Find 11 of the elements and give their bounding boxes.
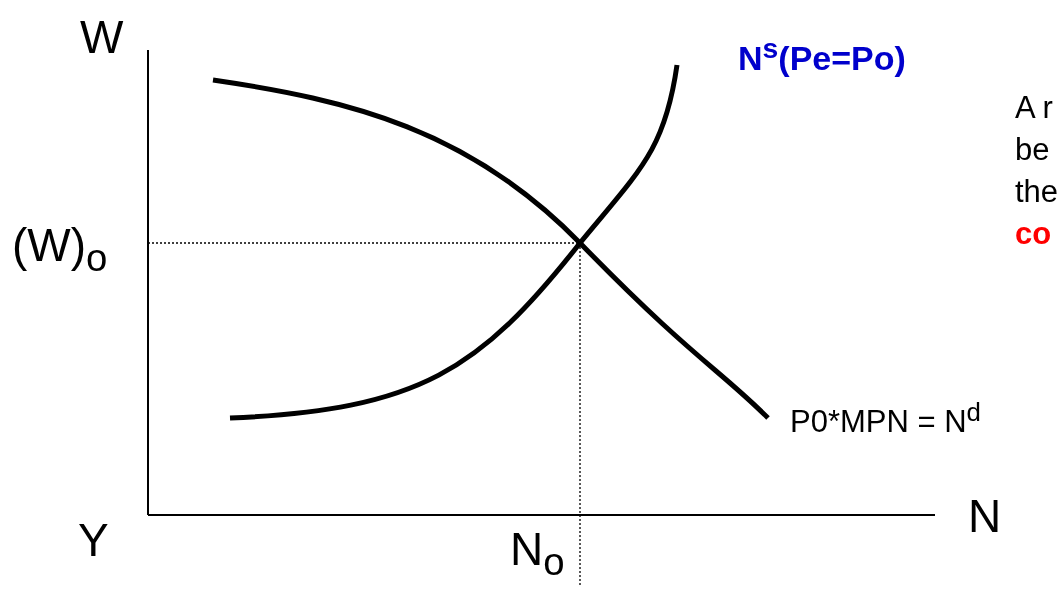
axis-value-label: (W)$_{o}$: [12, 222, 108, 278]
note-text: co: [1015, 218, 1052, 249]
origin-label: Y: [78, 517, 109, 563]
note-text: A r: [1015, 92, 1053, 123]
axis-label: N: [968, 493, 1002, 539]
axis-label: W: [80, 14, 124, 60]
note-text: the: [1015, 176, 1059, 207]
axis-value-label: N$_{o}$: [510, 526, 565, 582]
curve-label: P0*MPN = N$^{d}$: [790, 400, 981, 438]
note-text: be: [1015, 134, 1050, 165]
curve-label: N$^{s}$(Pe=Po): [738, 34, 906, 76]
